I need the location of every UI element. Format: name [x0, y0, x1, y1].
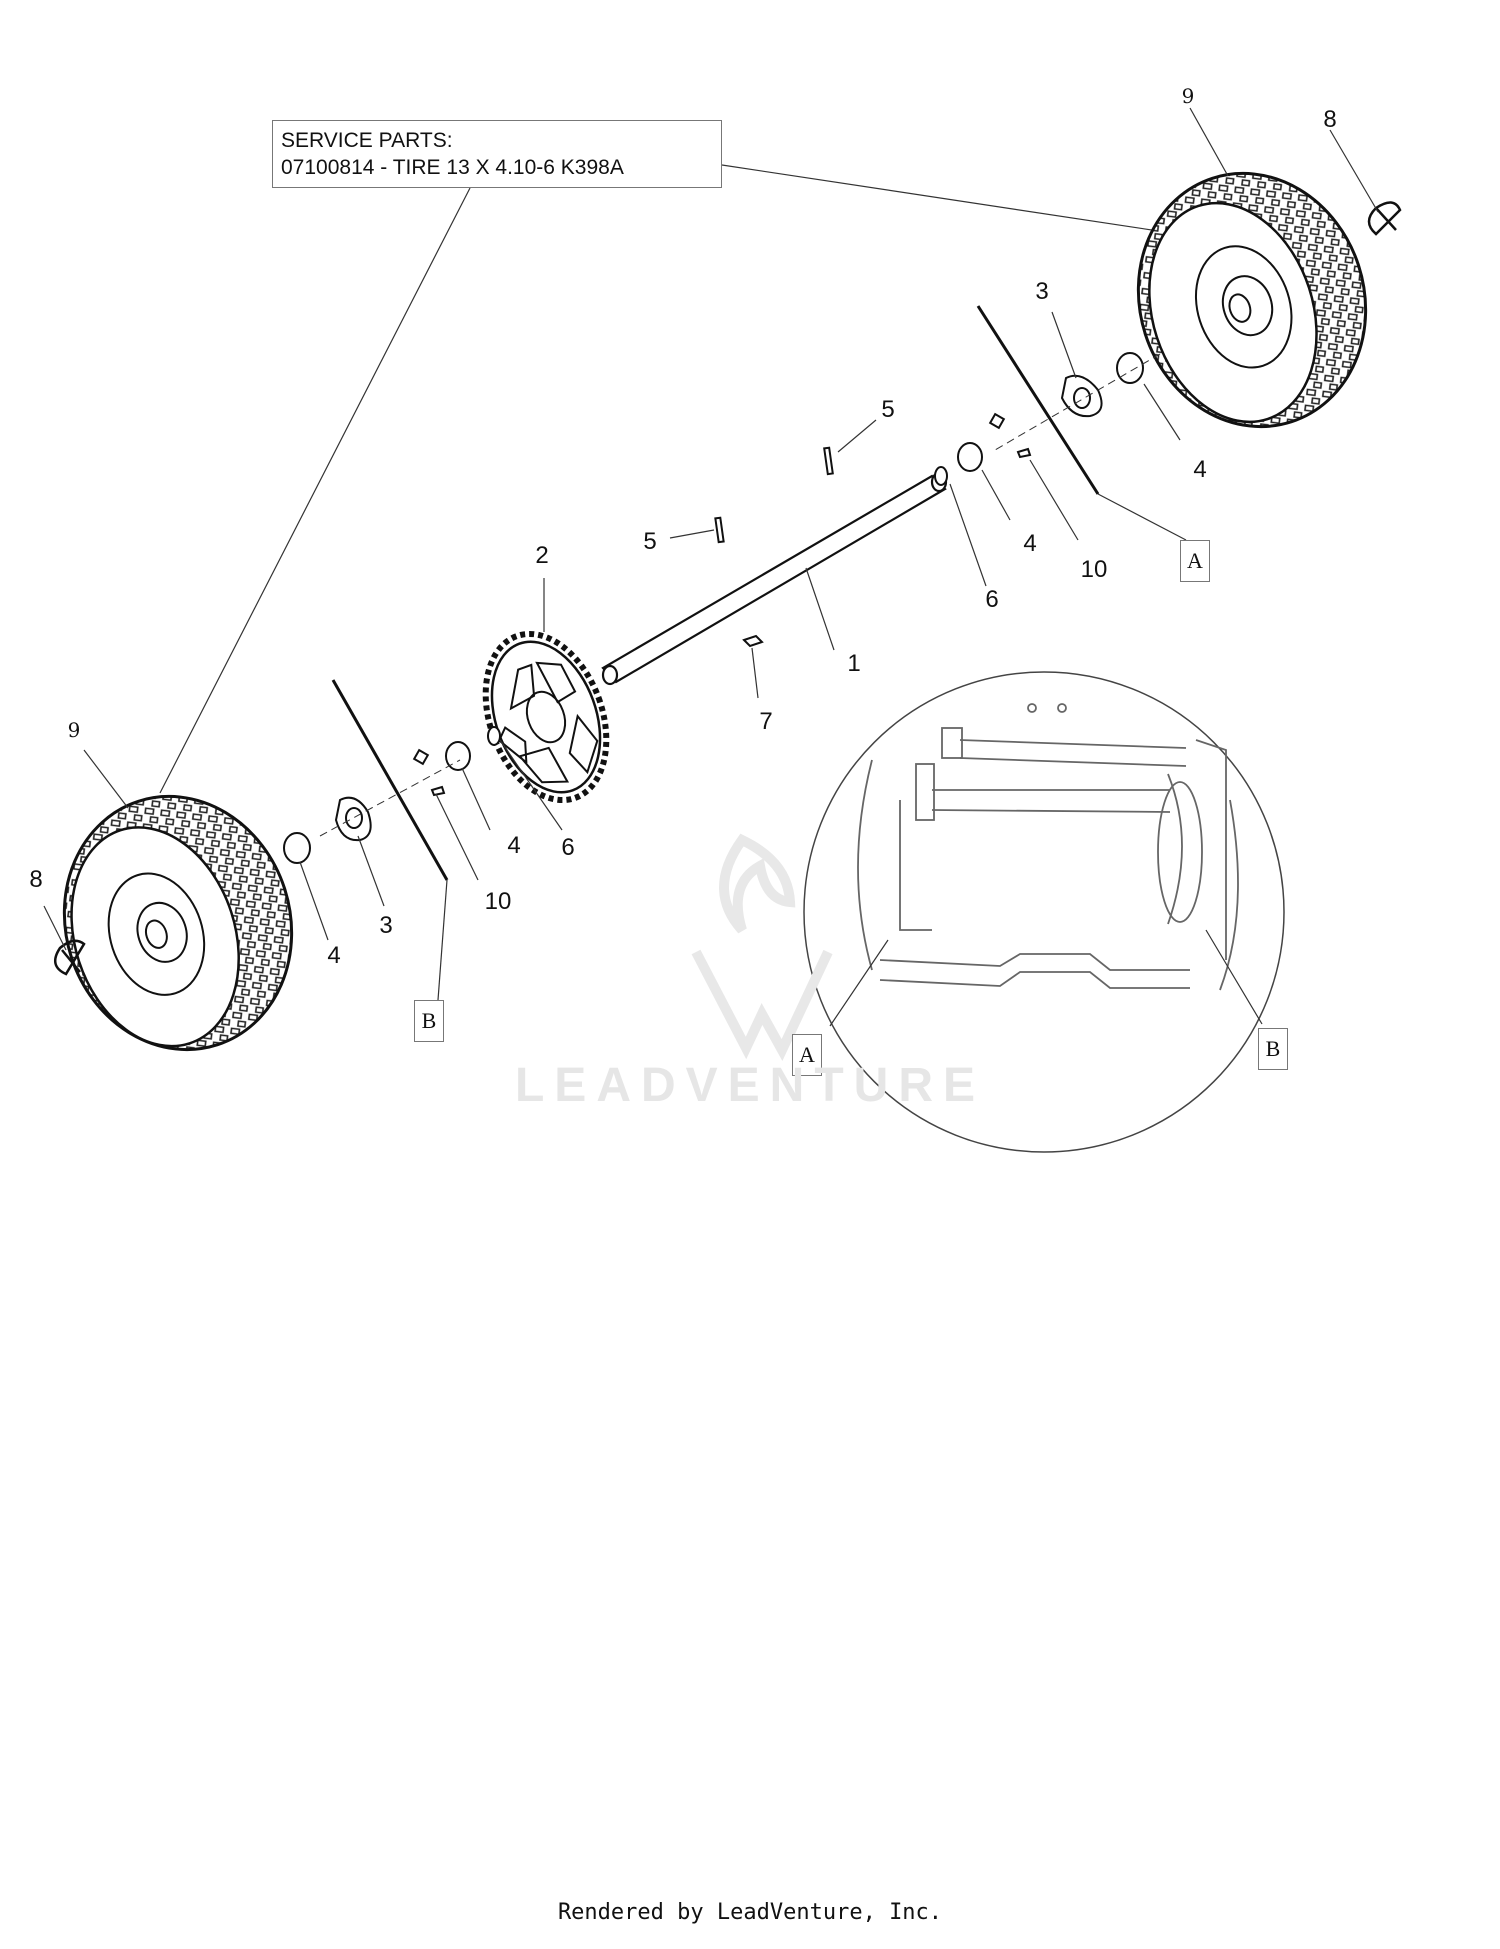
roll-pin-upper: [823, 446, 834, 476]
roll-pin-lower: [714, 516, 725, 544]
service-parts-heading: SERVICE PARTS:: [281, 129, 453, 152]
frame-edge-line-a: [976, 305, 1100, 495]
left-dash-centerline: [319, 759, 461, 837]
ref-box-a-main: A: [1180, 540, 1210, 582]
ref-box-a-inset: A: [792, 1034, 822, 1076]
callout-5-lower: 5: [643, 528, 657, 555]
right-cotter-pin: [1016, 447, 1032, 459]
ref-box-b-main: B: [414, 1000, 444, 1042]
callout-4-left-outer: 4: [327, 942, 341, 969]
callout-6-left: 6: [561, 834, 575, 861]
callout-7: 7: [759, 708, 773, 735]
callout-9-right: 9: [1181, 84, 1195, 108]
left-carriage-bolt: [412, 748, 430, 766]
right-carriage-bolt: [988, 412, 1006, 430]
left-wheel-tire: [62, 794, 294, 1052]
callout-8-left: 8: [29, 866, 43, 893]
ref-box-b-inset: B: [1258, 1028, 1288, 1070]
left-cotter-pin: [430, 785, 446, 797]
left-outer-bushing: [283, 832, 311, 864]
callout-8-right: 8: [1323, 106, 1337, 133]
right-hairpin-clip: [1367, 201, 1402, 236]
watermark-text: LEADVENTURE: [514, 1059, 986, 1112]
service-parts-line: 07100814 - TIRE 13 X 4.10-6 K398A: [281, 156, 624, 179]
footer-credit: Rendered by LeadVenture, Inc.: [557, 1900, 943, 1925]
callout-9-left: 9: [67, 718, 81, 742]
callout-5-upper: 5: [881, 396, 895, 423]
square-key: [742, 634, 764, 648]
callout-4-left-inner: 4: [507, 832, 521, 859]
inset-leader-a: [829, 939, 889, 1027]
right-washer: [934, 466, 948, 486]
inset-leader-b: [1205, 929, 1263, 1025]
left-flange-bearing: [334, 796, 372, 842]
callout-2: 2: [535, 542, 549, 569]
watermark-logo-icon: [691, 833, 833, 1061]
callout-leaders: [43, 107, 1379, 1001]
left-washer: [487, 726, 501, 746]
leader-lines: [159, 164, 1166, 794]
callout-3-left: 3: [379, 912, 393, 939]
right-flange-bearing: [1060, 374, 1103, 418]
callout-4-right-inner: 4: [1023, 530, 1037, 557]
frame-edge-line-b: [331, 679, 449, 881]
service-parts-box: SERVICE PARTS: 07100814 - TIRE 13 X 4.10…: [272, 120, 722, 188]
detail-inset: [803, 671, 1285, 1153]
callout-10-right: 10: [1080, 556, 1108, 583]
left-inner-bushing: [445, 741, 471, 771]
right-dash-centerline: [994, 353, 1161, 451]
callout-1: 1: [847, 650, 861, 677]
axle-shaft: [601, 471, 948, 686]
callout-6-right: 6: [985, 586, 999, 613]
callout-4-right-outer: 4: [1193, 456, 1207, 483]
callout-3-right: 3: [1035, 278, 1049, 305]
callout-10-left: 10: [484, 888, 512, 915]
right-inner-bushing: [957, 442, 983, 472]
drive-gear: [482, 630, 610, 804]
right-wheel-tire: [1136, 171, 1368, 429]
right-outer-bushing: [1116, 352, 1144, 384]
left-hairpin-clip: [53, 939, 86, 976]
